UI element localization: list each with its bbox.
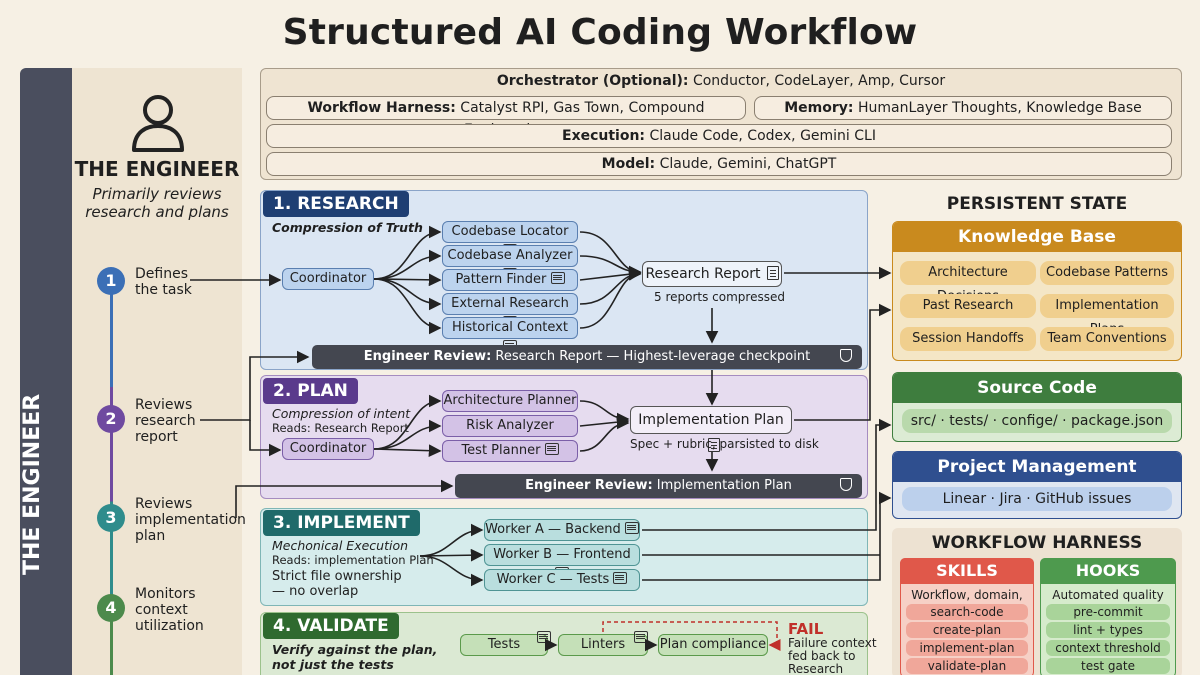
terminal-icon <box>537 627 551 646</box>
step-4-badge: 4 <box>97 594 125 622</box>
agent-codebase-analyzer: Codebase Analyzer <box>442 245 578 280</box>
skills-title: SKILLS <box>900 558 1034 584</box>
skill-item: validate-plan <box>906 658 1028 674</box>
plan-title: 2. PLAN <box>263 378 358 404</box>
person-icon <box>132 95 184 152</box>
check-tests: Tests <box>460 634 548 656</box>
document-icon <box>766 266 779 280</box>
implementation-plan-note: Spec + rubric, parsisted to disk <box>630 437 819 451</box>
skills-caption: Workflow, domain, tool <box>911 588 1023 618</box>
implement-reads: Reads: implementation Plan <box>272 553 434 567</box>
engineer-strip-label: THE ENGINEER <box>20 394 45 575</box>
project-management-tools: Linear · Jira · GitHub issues <box>902 487 1172 511</box>
terminal-icon <box>544 443 559 455</box>
kb-past-research: Past Research <box>900 294 1036 318</box>
shield-icon <box>840 349 852 362</box>
skill-item: search-code <box>906 604 1028 620</box>
shield-icon <box>840 478 852 491</box>
step-2-badge: 2 <box>97 405 125 433</box>
kb-team-conventions: Team Conventions <box>1040 327 1174 351</box>
worker-c: Worker C — Tests <box>484 569 640 591</box>
worker-b: Worker B — Frontend <box>484 544 640 579</box>
research-review-banner: Engineer Review: Research Report — Highe… <box>312 345 862 369</box>
knowledge-base-title: Knowledge Base <box>893 222 1181 252</box>
persistent-state-title: PERSISTENT STATE <box>946 194 1128 214</box>
validate-subtitle: Verify against the plan,not just the tes… <box>272 642 438 672</box>
kb-implementation-plans: Implementation Plans <box>1040 294 1174 337</box>
plan-subtitle: Compression of intent <box>272 406 411 421</box>
validate-title: 4. VALIDATE <box>263 613 399 639</box>
implement-title: 3. IMPLEMENT <box>263 510 420 536</box>
agent-pattern-finder: Pattern Finder <box>442 269 578 291</box>
agent-codebase-locator: Codebase Locator <box>442 221 578 256</box>
terminal-icon <box>550 272 565 284</box>
source-code-title: Source Code <box>893 373 1181 403</box>
terminal-icon <box>624 522 639 534</box>
orchestrator-row: Orchestrator (Optional): Conductor, Code… <box>496 73 946 89</box>
implement-subtitle: Mechonical Execution <box>272 538 409 553</box>
check-plan-compliance: Plan compliance <box>658 634 768 656</box>
agent-architecture-planner: Architecture Planner <box>442 390 578 412</box>
kb-architecture-decisions: Architecture Decisions <box>900 261 1036 304</box>
agent-test-planner: Test Planner <box>442 440 578 462</box>
project-management-title: Project Management <box>893 452 1181 482</box>
hook-item: test gate <box>1046 658 1170 674</box>
source-code-paths: src/ · tests/ · configе/ · package.json <box>902 409 1172 433</box>
worker-a: Worker A — Backend <box>484 519 640 541</box>
research-subtitle: Compression of Truth <box>272 220 423 235</box>
plan-coordinator: Coordinator <box>282 438 374 460</box>
agent-risk-analyzer: Risk Analyzer <box>442 415 578 437</box>
execution-pill: Execution: Claude Code, Codex, Gemini CL… <box>266 124 1172 148</box>
agent-external-research: External Research <box>442 293 578 328</box>
kb-codebase-patterns: Codebase Patterns <box>1040 261 1174 285</box>
model-pill: Model: Claude, Gemini, ChatGPT <box>266 152 1172 176</box>
step-3-badge: 3 <box>97 504 125 532</box>
plan-review-banner: Engineer Review: Implementation Plan <box>455 474 862 498</box>
terminal-icon <box>613 572 628 584</box>
memory-pill: Memory: HumanLayer Thoughts, Knowledge B… <box>754 96 1172 120</box>
hooks-caption: Automated quality gates <box>1052 588 1164 618</box>
skill-item: implement-plan <box>906 640 1028 656</box>
plan-reads: Reads: Research Report <box>272 421 409 435</box>
agent-historical-context: Historical Context <box>442 317 578 352</box>
hook-item: context threshold <box>1046 640 1170 656</box>
research-coordinator: Coordinator <box>282 268 374 290</box>
step-1-badge: 1 <box>97 267 125 295</box>
hook-item: lint + types <box>1046 622 1170 638</box>
page-title: Structured AI Coding Workflow <box>282 12 918 53</box>
kb-session-handoffs: Session Handoffs <box>900 327 1036 351</box>
research-report: Research Report <box>642 261 782 287</box>
terminal-icon <box>634 627 648 646</box>
implementation-plan: Implementation Plan <box>630 406 792 452</box>
hook-item: pre-commit <box>1046 604 1170 620</box>
fail-label: FAIL <box>788 620 824 638</box>
hooks-title: HOOKS <box>1040 558 1176 584</box>
engineer-name: THE ENGINEER <box>74 157 240 181</box>
engineer-strip <box>20 68 72 675</box>
implement-ownership-note: Strict file ownership— no overlap <box>272 569 402 599</box>
workflow-harness-pill: Workflow Harness: Catalyst RPI, Gas Town… <box>266 96 746 138</box>
skill-item: create-plan <box>906 622 1028 638</box>
engineer-timeline <box>110 272 113 675</box>
workflow-harness-title: WORKFLOW HARNESS <box>931 533 1143 553</box>
research-report-note: 5 reports compressed <box>654 290 785 304</box>
research-title: 1. RESEARCH <box>263 191 409 217</box>
